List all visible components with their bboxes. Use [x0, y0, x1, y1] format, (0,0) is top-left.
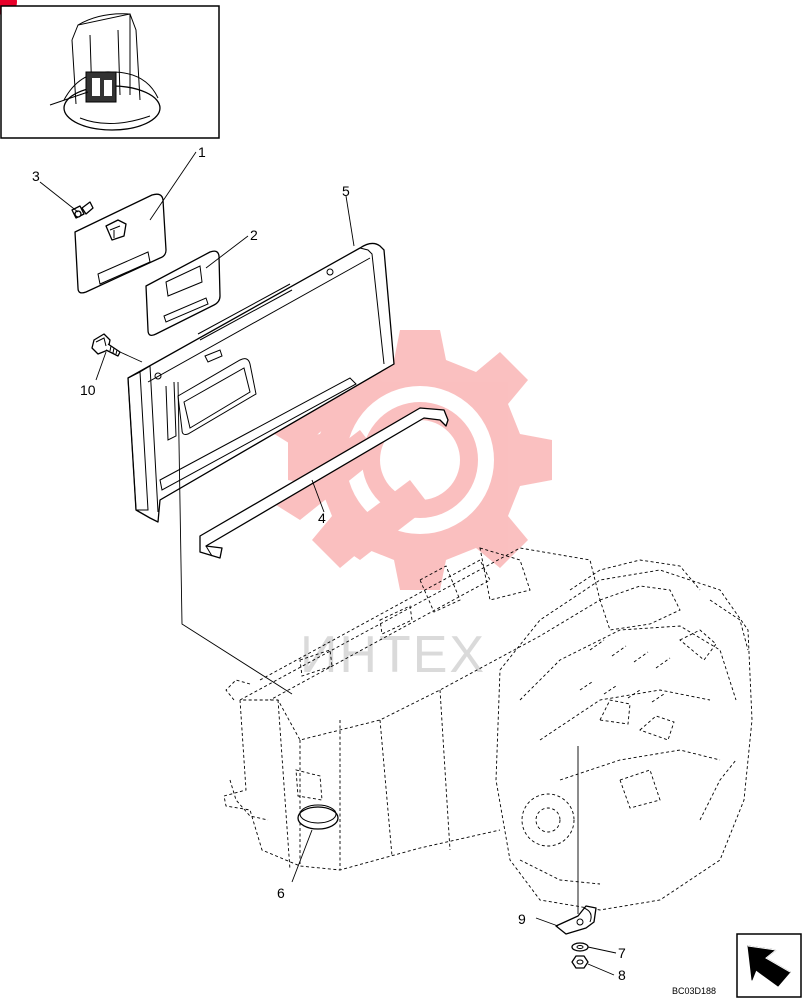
part-7-washer[interactable]: [571, 942, 589, 952]
part-2-plate[interactable]: [145, 250, 221, 336]
callout-1: 1: [198, 144, 206, 160]
part-8-nut[interactable]: [571, 955, 589, 969]
callout-9: 9: [518, 911, 526, 927]
leader-lines: [39, 151, 617, 976]
part-5-main-panel[interactable]: [127, 242, 395, 523]
frame-reference: [223, 547, 601, 871]
callout-6: 6: [277, 885, 285, 901]
watermark-text: ИНТЕХ: [300, 626, 486, 684]
callout-4: 4: [318, 510, 326, 526]
callout-3: 3: [32, 168, 40, 184]
locator-inset: [0, 5, 220, 139]
callout-8: 8: [618, 967, 626, 983]
callout-2: 2: [250, 227, 258, 243]
part-4-rod[interactable]: [199, 407, 449, 559]
callout-7: 7: [618, 945, 626, 961]
callout-10: 10: [80, 382, 96, 398]
part-1-cover-plate[interactable]: [74, 193, 167, 294]
part-10-bolt[interactable]: [91, 333, 121, 357]
back-arrow-icon[interactable]: [736, 933, 802, 998]
engine-reference: [495, 559, 753, 911]
callout-5: 5: [342, 183, 350, 199]
diagram-code: BC03D188: [672, 986, 716, 996]
part-6-plug[interactable]: [297, 804, 339, 830]
part-3-wing-bolt[interactable]: [71, 201, 94, 219]
part-9-clamp[interactable]: [555, 905, 597, 935]
machine-thumbnail: [49, 13, 161, 131]
